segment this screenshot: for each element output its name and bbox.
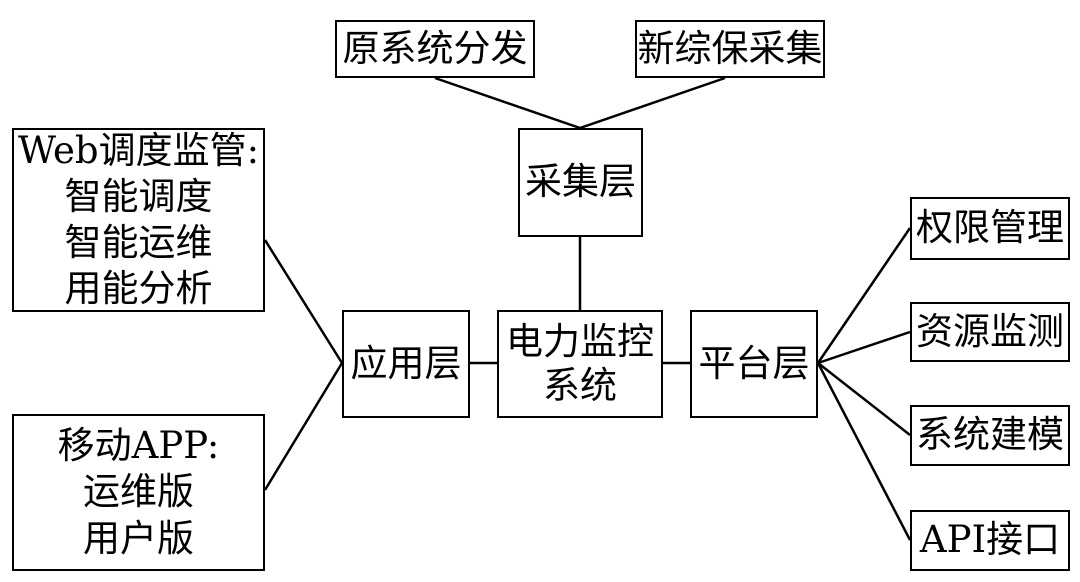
original-system-label: 原系统分发 — [342, 26, 528, 70]
link-new-to-acquisition — [579, 76, 726, 130]
platform-layer-label: 平台层 — [698, 341, 810, 385]
original-system-distribution-box: 原系统分发 — [335, 20, 535, 78]
resource-monitoring-label: 资源监测 — [916, 309, 1064, 353]
link-mobile-to-application — [263, 362, 344, 491]
acquisition-layer-box: 采集层 — [518, 128, 643, 237]
mobile-app-box: 移动APP: 运维版 用户版 — [12, 414, 265, 571]
link-platform-to-modeling — [817, 362, 911, 436]
web-monitoring-box: Web调度监管: 智能调度 智能运维 用能分析 — [12, 128, 265, 312]
web-item-energy-analysis: 用能分析 — [64, 267, 213, 311]
link-platform-to-rights — [816, 227, 912, 364]
link-platform-to-monitoring — [817, 330, 911, 365]
resource-monitoring-box: 资源监测 — [910, 302, 1070, 362]
center-line-2: 系统 — [543, 364, 617, 407]
application-layer-box: 应用层 — [342, 310, 470, 418]
rights-management-box: 权限管理 — [910, 197, 1070, 260]
api-interface-label: API接口 — [919, 518, 1061, 562]
power-monitoring-system-box: 电力监控 系统 — [497, 310, 663, 418]
acquisition-layer-label: 采集层 — [525, 160, 636, 204]
mobile-item-user-edition: 用户版 — [83, 516, 194, 560]
web-monitoring-title: Web调度监管: — [17, 128, 260, 172]
link-original-to-acquisition — [434, 76, 581, 130]
web-item-smart-operation: 智能运维 — [64, 221, 213, 264]
platform-layer-box: 平台层 — [690, 310, 818, 418]
link-platform-to-api — [816, 362, 912, 541]
api-interface-box: API接口 — [910, 510, 1070, 571]
rights-management-label: 权限管理 — [916, 206, 1064, 250]
mobile-item-operation-edition: 运维版 — [83, 470, 194, 514]
new-integrated-acquisition-box: 新综保采集 — [635, 20, 825, 78]
application-layer-label: 应用层 — [350, 341, 462, 385]
new-integrated-label: 新综保采集 — [637, 26, 823, 70]
mobile-app-title: 移动APP: — [57, 424, 220, 468]
web-item-smart-dispatch: 智能调度 — [64, 174, 213, 218]
link-web-to-application — [263, 239, 344, 364]
center-line-1: 电力监控 — [506, 319, 654, 363]
system-modeling-box: 系统建模 — [910, 405, 1070, 466]
system-modeling-label: 系统建模 — [916, 413, 1064, 457]
